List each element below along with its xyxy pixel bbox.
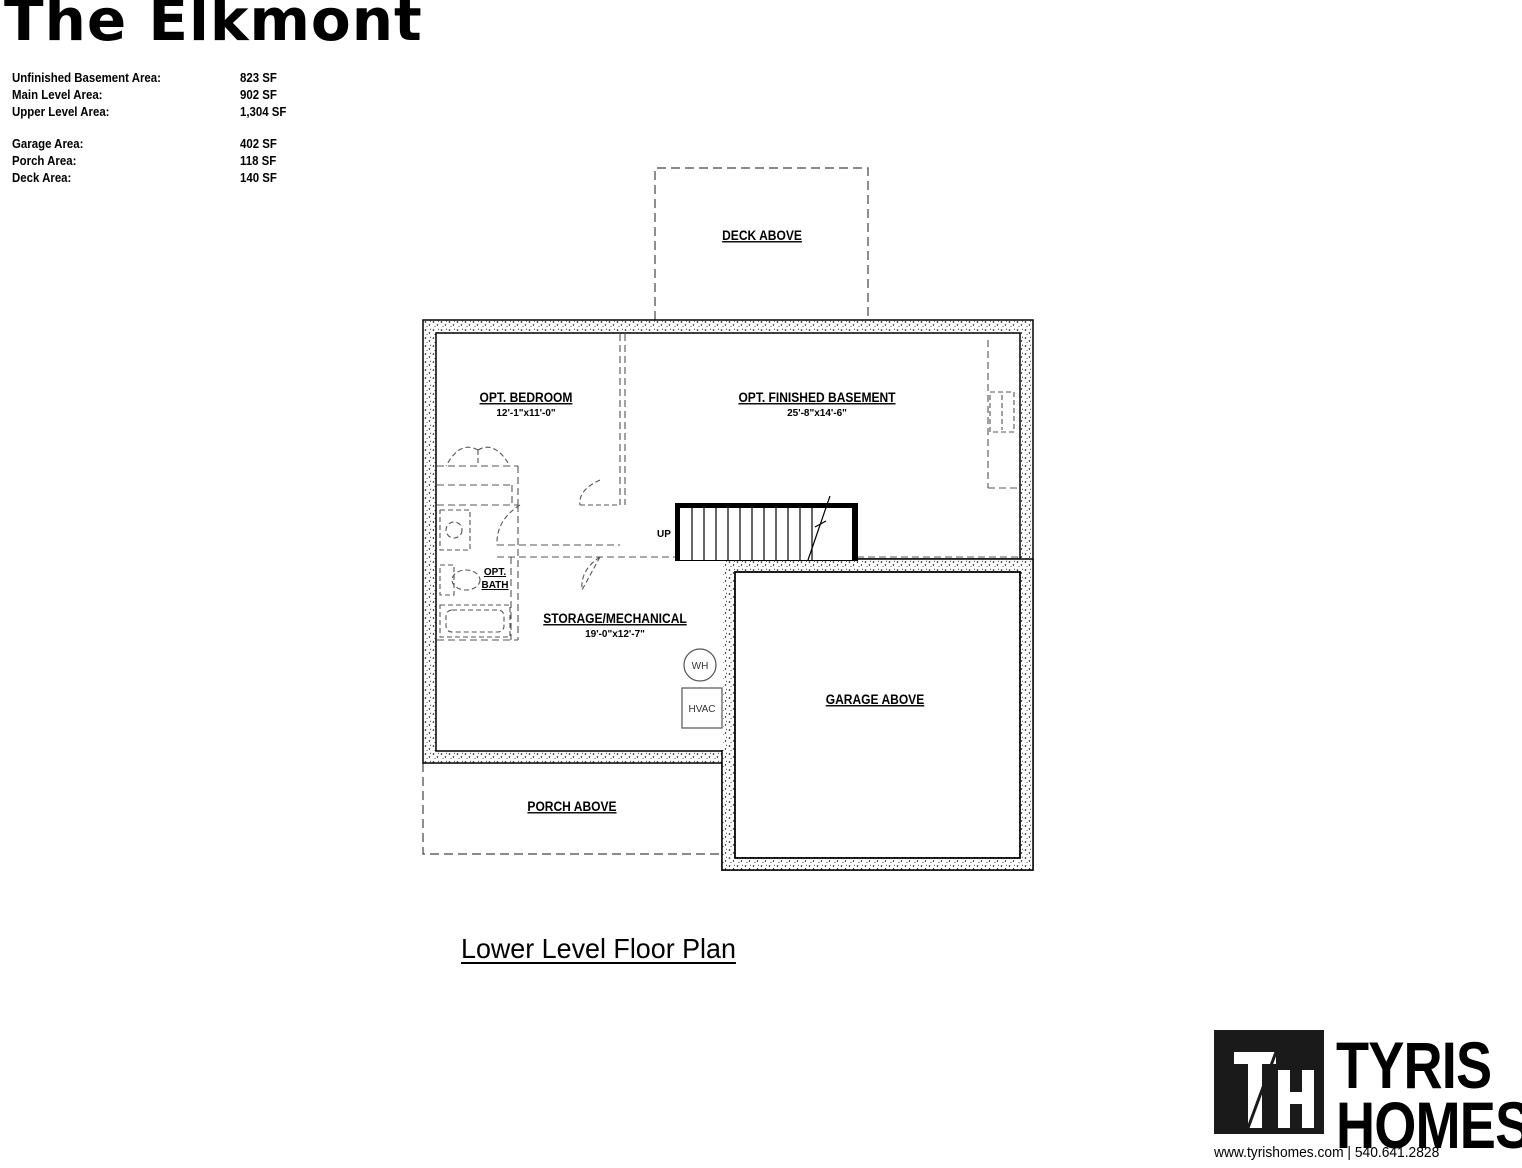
floor-plan-caption: Lower Level Floor Plan xyxy=(461,933,736,964)
water-heater-label: WH xyxy=(692,661,709,672)
th-monogram-icon xyxy=(1214,1030,1324,1134)
area-label: Porch Area: xyxy=(12,153,77,168)
bedroom-dims: 12'-1"x11'-0" xyxy=(496,408,556,419)
area-value: 140 SF xyxy=(240,170,277,185)
plan-title: The Elkmont xyxy=(4,0,423,54)
area-value: 823 SF xyxy=(240,70,277,85)
area-row-deck: Deck Area: 140 SF xyxy=(12,169,312,186)
finished-basement-name: OPT. FINISHED BASEMENT xyxy=(738,389,895,405)
bath-label-1: OPT. xyxy=(484,567,506,578)
staircase xyxy=(675,495,858,561)
deck-outline xyxy=(654,167,869,320)
area-table: Unfinished Basement Area: 823 SF Main Le… xyxy=(12,69,312,186)
porch-outline xyxy=(422,763,722,855)
brand-word-tyris: TYRIS xyxy=(1336,1028,1492,1102)
area-row-garage: Garage Area: 402 SF xyxy=(12,135,312,152)
area-label: Unfinished Basement Area: xyxy=(12,70,161,85)
interior-partitions xyxy=(437,334,1019,641)
area-value: 402 SF xyxy=(240,136,277,151)
garage-label: GARAGE ABOVE xyxy=(826,691,925,707)
stairs-up-label: UP xyxy=(657,529,671,540)
area-row-upper-level: Upper Level Area: 1,304 SF xyxy=(12,103,312,120)
bath-fixtures xyxy=(439,391,1015,638)
area-value: 118 SF xyxy=(240,153,277,168)
brand-word-homes: HOMES xyxy=(1336,1088,1522,1162)
area-label: Deck Area: xyxy=(12,170,72,185)
area-value: 1,304 SF xyxy=(240,104,287,119)
area-row-porch: Porch Area: 118 SF xyxy=(12,152,312,169)
area-row-unfinished-basement: Unfinished Basement Area: 823 SF xyxy=(12,69,312,86)
deck-label: DECK ABOVE xyxy=(722,227,802,243)
area-row-main-level: Main Level Area: 902 SF xyxy=(12,86,312,103)
storage-dims: 19'-0"x12'-7" xyxy=(585,629,645,640)
bath-label-2: BATH xyxy=(481,580,508,591)
bedroom-name: OPT. BEDROOM xyxy=(480,389,573,405)
finished-basement-dims: 25'-8"x14'-6" xyxy=(787,408,847,419)
area-label: Main Level Area: xyxy=(12,87,103,102)
porch-label: PORCH ABOVE xyxy=(527,798,616,814)
area-label: Upper Level Area: xyxy=(12,104,110,119)
storage-name: STORAGE/MECHANICAL xyxy=(543,610,687,626)
hvac-label: HVAC xyxy=(688,704,715,715)
door-swings xyxy=(445,446,620,591)
hvac-unit xyxy=(681,687,723,729)
area-value: 902 SF xyxy=(240,87,277,102)
brand-contact: www.tyrishomes.com | 540.641.2828 xyxy=(1214,1144,1440,1161)
area-label: Garage Area: xyxy=(12,136,84,151)
water-heater xyxy=(683,648,717,682)
brand-logo: TYRIS HOMES www.tyrishomes.com | 540.641… xyxy=(1214,1030,1522,1168)
